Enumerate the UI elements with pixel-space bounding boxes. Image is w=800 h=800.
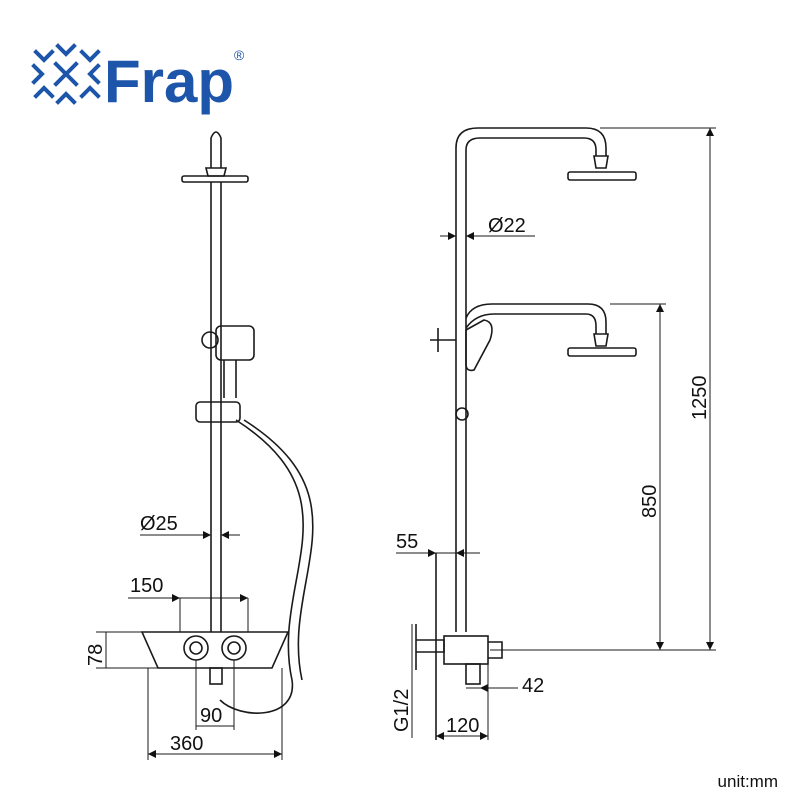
brand-name: Frap bbox=[104, 48, 234, 115]
dim-total-width: 360 bbox=[170, 733, 203, 755]
frap-logo: Frap ® bbox=[31, 43, 245, 115]
dim-inlet-thread: G1/2 bbox=[391, 689, 413, 732]
dim-outlet-spacing: 90 bbox=[200, 705, 222, 727]
snowflake-icon bbox=[31, 43, 101, 105]
side-view: Ø22 55 G1/2 42 120 850 bbox=[391, 127, 716, 740]
dim-total-height: 1250 bbox=[689, 376, 711, 421]
dim-wall-offset: 55 bbox=[396, 531, 418, 553]
dim-side-pipe-diameter: Ø22 bbox=[488, 215, 526, 237]
dim-valve-height: 78 bbox=[85, 644, 107, 666]
dim-inlet-depth: 120 bbox=[446, 715, 479, 737]
dim-outlet-depth: 42 bbox=[522, 675, 544, 697]
registered-mark: ® bbox=[234, 47, 245, 63]
dim-front-pipe-diameter: Ø25 bbox=[140, 513, 178, 535]
front-view: Ø25 150 78 90 360 bbox=[85, 131, 314, 760]
dim-handshower-height: 850 bbox=[639, 485, 661, 518]
unit-label: unit:mm bbox=[717, 772, 778, 791]
dim-valve-width: 150 bbox=[130, 575, 163, 597]
